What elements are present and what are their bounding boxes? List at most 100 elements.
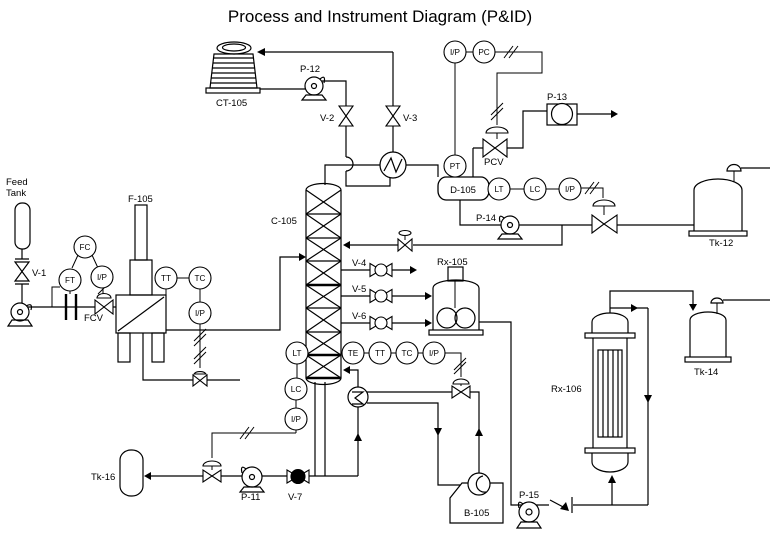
valve-v2 bbox=[337, 105, 355, 127]
label-tk14: Tk-14 bbox=[694, 367, 718, 378]
instrument-tag: I/P bbox=[195, 309, 206, 318]
instrument-tag: LT bbox=[293, 349, 302, 358]
instrument-tag: TC bbox=[195, 274, 206, 283]
instrument-tag: FT bbox=[65, 276, 75, 285]
reactor-rx105 bbox=[428, 266, 484, 336]
label-rx106: Rx-106 bbox=[551, 384, 582, 395]
instrument-bubble bbox=[443, 40, 467, 64]
pump-p14 bbox=[496, 215, 524, 240]
instrument-tag: TC bbox=[402, 349, 413, 358]
compressor-p13 bbox=[546, 102, 578, 126]
instrument-tag: LT bbox=[495, 185, 504, 194]
label-p15: P-15 bbox=[519, 490, 539, 501]
page-title: Process and Instrument Diagram (P&ID) bbox=[228, 7, 532, 26]
instrument-bubble bbox=[422, 341, 446, 365]
reboiler-hx bbox=[347, 386, 369, 408]
label-rx105: Rx-105 bbox=[437, 257, 468, 268]
label-c105: C-105 bbox=[271, 216, 297, 227]
label-fcv: FCV bbox=[84, 313, 104, 324]
fuel-control-valve bbox=[192, 370, 208, 388]
label-v5: V-5 bbox=[352, 284, 366, 295]
equipment-labels: Feed Tank V-1 FCV F-105 CT-105 P-12 V-2 … bbox=[6, 64, 733, 519]
instrument-tag: TE bbox=[348, 349, 359, 358]
cooling-tower-ct105 bbox=[205, 41, 261, 94]
pump-p15 bbox=[515, 501, 543, 529]
instrument-bubble bbox=[487, 177, 511, 201]
label-tk16: Tk-16 bbox=[91, 472, 115, 483]
label-tank: Tank bbox=[6, 188, 26, 199]
instrument-tag: PT bbox=[450, 162, 460, 171]
label-v6: V-6 bbox=[352, 311, 366, 322]
valve-v6 bbox=[369, 315, 393, 331]
label-v7: V-7 bbox=[288, 492, 302, 503]
instrument-bubble bbox=[58, 268, 82, 292]
instrument-tag: FC bbox=[80, 243, 91, 252]
instrument-tag: I/P bbox=[97, 273, 108, 282]
control-valve-fcv bbox=[94, 292, 114, 316]
tank-tk14 bbox=[684, 297, 732, 363]
instrument-bubble bbox=[154, 266, 178, 290]
blower-b105 bbox=[449, 472, 504, 524]
label-feed: Feed bbox=[6, 177, 28, 188]
label-ct105: CT-105 bbox=[216, 98, 247, 109]
instrument-bubble bbox=[443, 154, 467, 178]
reactor-rx106 bbox=[584, 312, 636, 473]
label-tk12: Tk-12 bbox=[709, 238, 733, 249]
control-valve-pcv bbox=[482, 126, 509, 159]
instrument-tag: I/P bbox=[450, 48, 461, 57]
tank-tk16 bbox=[119, 449, 144, 497]
instrument-tag: LC bbox=[530, 185, 541, 194]
condenser-hx bbox=[379, 151, 407, 179]
instrument-bubble bbox=[472, 40, 496, 64]
label-d105: D-105 bbox=[450, 185, 476, 196]
furnace-f105 bbox=[115, 204, 167, 363]
column-c105 bbox=[305, 182, 342, 386]
instrument-bubble bbox=[523, 177, 547, 201]
feed-pump bbox=[6, 302, 34, 327]
instrument-bubble bbox=[341, 341, 365, 365]
instrument-tag: I/P bbox=[565, 185, 576, 194]
instrument-bubble bbox=[558, 177, 582, 201]
instrument-bubble bbox=[90, 265, 114, 289]
process-piping bbox=[21, 51, 770, 513]
pump-p11 bbox=[238, 466, 266, 493]
valve-v1 bbox=[13, 258, 31, 285]
valve-v5 bbox=[369, 288, 393, 304]
reflux-hand-valve bbox=[397, 229, 413, 253]
label-f105: F-105 bbox=[128, 194, 153, 205]
label-b105: B-105 bbox=[464, 508, 489, 519]
control-valve-tv bbox=[451, 378, 471, 400]
label-p13: P-13 bbox=[547, 92, 567, 103]
instrument-bubble bbox=[368, 341, 392, 365]
tank-tk12 bbox=[688, 163, 748, 237]
flow-arrows bbox=[144, 48, 697, 511]
control-valve-lcv-tk12 bbox=[591, 199, 618, 235]
instrument-tag: TT bbox=[375, 349, 385, 358]
instrument-bubble bbox=[73, 235, 97, 259]
label-v1: V-1 bbox=[32, 268, 46, 279]
instrument-bubble bbox=[395, 341, 419, 365]
feed-tank bbox=[14, 202, 31, 250]
signal-hash-marks bbox=[97, 45, 600, 440]
instrument-tag: I/P bbox=[291, 415, 302, 424]
signal-lines bbox=[51, 45, 735, 470]
label-pcv: PCV bbox=[484, 157, 504, 168]
label-v3: V-3 bbox=[403, 113, 417, 124]
instrument-bubble bbox=[188, 301, 212, 325]
label-p11: P-11 bbox=[241, 492, 260, 503]
control-valve-lcv-tk16 bbox=[202, 460, 222, 484]
instrument-bubble bbox=[284, 407, 308, 431]
label-v2: V-2 bbox=[320, 113, 334, 124]
pump-p12 bbox=[300, 76, 328, 101]
label-v4: V-4 bbox=[352, 258, 366, 269]
instrument-bubble bbox=[188, 266, 212, 290]
valve-v3 bbox=[384, 105, 402, 127]
valve-v7 bbox=[286, 468, 310, 485]
label-p12: P-12 bbox=[300, 64, 320, 75]
valve-v4 bbox=[369, 262, 393, 278]
label-p14: P-14 bbox=[476, 213, 496, 224]
instrument-tag: PC bbox=[478, 48, 489, 57]
